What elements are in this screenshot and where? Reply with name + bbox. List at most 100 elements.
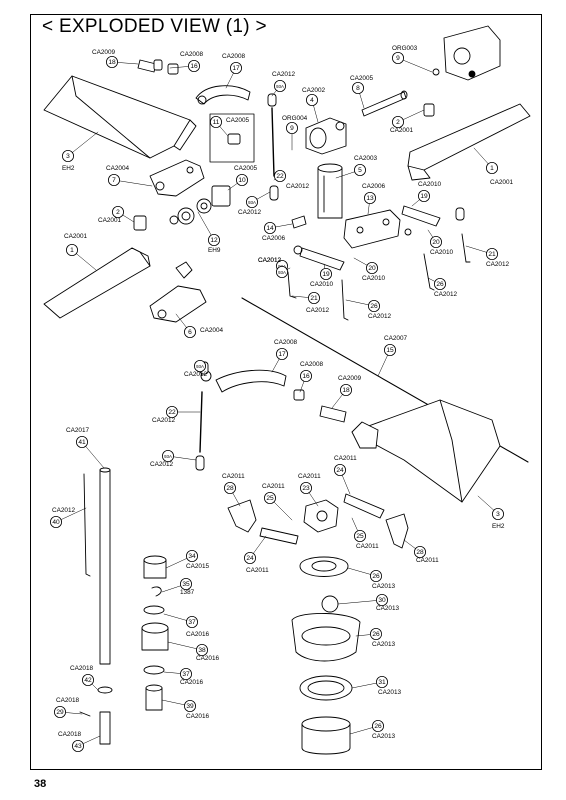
callout-number: 26 <box>370 303 378 310</box>
callout-number: 21 <box>488 251 496 258</box>
callout-circle <box>183 325 196 338</box>
callout-number: 29 <box>56 709 64 716</box>
callout-number: 19 <box>322 271 330 278</box>
callout-part-code: CA2010 <box>310 281 334 288</box>
callout-part-code: CA2008 <box>180 51 204 58</box>
callout-number: 8 <box>356 85 360 92</box>
callout-17: 17 CA2008 <box>222 53 246 89</box>
callout-number: 93A <box>248 200 256 205</box>
blade-holder-lower <box>149 261 207 323</box>
callout-number: 23 <box>302 485 310 492</box>
pin-ca2009-top <box>137 59 179 75</box>
callout-part-code: CA2011 <box>246 567 269 574</box>
callout-circle <box>82 674 95 687</box>
callout-circle <box>66 243 79 256</box>
callout-circle <box>263 221 276 234</box>
callout-circle <box>195 644 208 657</box>
callout-number: 41 <box>78 439 86 446</box>
callout-circle <box>319 267 332 280</box>
callout-circle <box>391 116 404 129</box>
callout-number: 37 <box>182 671 190 678</box>
callout-circle <box>185 616 198 629</box>
callout-circle <box>365 261 378 274</box>
callout-part-code: CA2008 <box>222 53 246 60</box>
callout-16: 16 CA2008 <box>299 361 324 393</box>
callout-number: 1 <box>490 165 494 172</box>
callout-part-code: CA2015 <box>186 563 210 570</box>
callout-part-code: CA2016 <box>186 631 210 638</box>
callout-part-code: CA2001 <box>490 179 514 186</box>
callout-circle <box>112 205 125 218</box>
callout-circle <box>185 550 198 563</box>
callout-circle <box>76 435 89 448</box>
callout-part-code: CA2011 <box>262 483 285 490</box>
callout-number: 16 <box>190 63 198 70</box>
callout-number: 16 <box>302 373 310 380</box>
callout-number: 9 <box>396 55 400 62</box>
callout-circle <box>50 516 63 529</box>
callout-circle <box>263 491 276 504</box>
part-callouts: 18CA200916CA200817CA200893ACA20124CA2002… <box>50 45 514 753</box>
callout-part-code: CA2016 <box>186 713 210 720</box>
callout-part-code: ORG003 <box>392 45 418 52</box>
callout-number: 40 <box>52 519 60 526</box>
callout-part-code: CA2008 <box>300 361 324 368</box>
callout-circle <box>179 668 192 681</box>
callout-number: 17 <box>232 65 240 72</box>
callout-number: 24 <box>336 467 344 474</box>
pin-14 <box>291 215 307 229</box>
callout-number: 34 <box>188 553 196 560</box>
callout-number: 12 <box>210 237 218 244</box>
callout-circle <box>273 80 286 93</box>
callout-number: 35 <box>182 581 190 588</box>
callout-circle <box>229 62 242 75</box>
callout-part-code: CA2001 <box>98 217 122 224</box>
callout-circle <box>165 405 178 418</box>
callout-leader <box>397 57 433 73</box>
callout-circle <box>183 700 196 713</box>
callout-number: 1 <box>70 247 74 254</box>
callout-number: 3 <box>496 511 500 518</box>
callout-part-code: CA2013 <box>376 605 400 612</box>
callout-circle <box>72 740 85 753</box>
callout-9: 9 ORG003 <box>391 45 433 73</box>
bearing-stack <box>169 113 255 225</box>
callout-part-code: CA2013 <box>372 733 396 740</box>
callout-part-code: CA2001 <box>64 233 88 240</box>
callout-part-code: CA2010 <box>418 181 442 188</box>
callout-circle <box>307 291 320 304</box>
callout-number: 93A <box>196 364 204 369</box>
callout-circle <box>363 191 376 204</box>
callout-circle <box>235 173 248 186</box>
callout-part-code: CA2004 <box>106 165 130 172</box>
callout-circle <box>161 449 174 462</box>
callout-number: 93A <box>164 454 172 459</box>
callout-part-code: CA2009 <box>338 375 362 382</box>
callout-part-code: CA2011 <box>416 557 439 564</box>
callout-part-code: CA2012 <box>486 261 510 268</box>
lower-left-parts <box>79 555 169 745</box>
callout-part-code: CA2016 <box>180 679 204 686</box>
